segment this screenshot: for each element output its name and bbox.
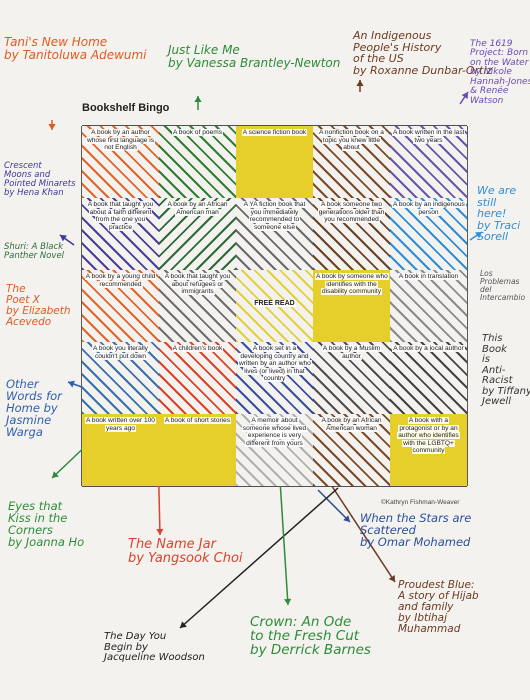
annotation-arrow — [179, 487, 339, 629]
bingo-cell: A book in translation — [390, 270, 467, 342]
annotation-arrow — [319, 467, 396, 583]
arrow-head — [156, 528, 164, 535]
bingo-cell: A memoir about someone whose lived exper… — [236, 414, 313, 486]
annotation-proudest-blue: Proudest Blue: A story of Hijab and fami… — [398, 579, 479, 636]
bingo-cell: A book by an African American woman — [313, 414, 390, 486]
arrow-head — [343, 515, 350, 522]
annotation-1619-project: The 1619 Project: Born on the Water by N… — [470, 39, 530, 106]
annotation-we-are-still-here: We are still here! by Traci Sorell — [477, 184, 521, 244]
arrow-head — [180, 621, 187, 628]
worksheet-credit: ©Kathryn Fishman-Weaver — [381, 499, 460, 506]
worksheet-title: Bookshelf Bingo — [82, 102, 170, 114]
annotation-when-stars-scattered: When the Stars are Scattered by Omar Moh… — [360, 511, 472, 550]
bingo-cell-text: A book of poems — [171, 129, 224, 136]
arrow-head — [461, 92, 468, 99]
bingo-cell-text: A book you literally couldn't put down — [92, 345, 149, 360]
bingo-cell: A book by an author whose first language… — [82, 126, 159, 198]
annotation-poet-x: The Poet X by Elizabeth Acevedo — [6, 283, 71, 329]
annotation-this-book-is-anti-racist: This Book is Anti- Racist by Tiffany Jew… — [482, 333, 530, 407]
annotation-tanis-new-home: Tani's New Home by Tanitoluwa Adewumi — [4, 35, 147, 62]
bingo-cell: A book by an indigenous person — [390, 198, 467, 270]
arrow-head — [475, 232, 482, 239]
bingo-cell: A science fiction book — [236, 126, 313, 198]
arrow-head — [194, 96, 202, 102]
bingo-cell: A book that taught you about a faith dif… — [82, 198, 159, 270]
bingo-cell: A book by a young child recommended — [82, 270, 159, 342]
bingo-cell-text: A memoir about someone whose lived exper… — [241, 417, 308, 447]
arrow-head — [48, 124, 56, 130]
bingo-cell: A book by a Muslim author — [313, 342, 390, 414]
bingo-cell: FREE READ — [236, 270, 313, 342]
bingo-cell-text: A book written over 100 years ago — [85, 417, 156, 432]
bingo-cell: A book with a protagonist or by an autho… — [390, 414, 467, 486]
annotation-arrow — [317, 489, 351, 523]
bingo-cell: A book of short stories — [159, 414, 236, 486]
arrow-head — [52, 471, 59, 478]
annotation-shuri: Shuri: A Black Panther Novel — [4, 242, 65, 261]
bingo-cell: A book by a local author — [390, 342, 467, 414]
bingo-cell-text: A book by an African American man — [166, 201, 229, 216]
annotation-crown: Crown: An Ode to the Fresh Cut by Derric… — [250, 614, 371, 659]
annotation-other-words-for-home: Other Words for Home by Jasmine Warga — [6, 377, 62, 440]
annotation-name-jar: The Name Jar by Yangsook Choi — [128, 537, 243, 566]
bingo-cell-text: A book written in the last two years — [392, 129, 466, 144]
bingo-cell-text: A book by a local author — [392, 345, 465, 352]
annotation-los-problemas: Los Problemas del Intercambio — [480, 269, 526, 302]
bingo-cell: A children's book — [159, 342, 236, 414]
bingo-cell-text: A book by a young child recommended — [84, 273, 157, 288]
bingo-cell-text: A book in translation — [397, 273, 460, 280]
annotation-day-you-begin: The Day You Begin by Jacqueline Woodson — [104, 631, 205, 663]
bingo-cell-text: A book by an indigenous person — [392, 201, 466, 216]
bingo-cell-text: A book with a protagonist or by an autho… — [397, 417, 460, 455]
arrow-head — [68, 380, 75, 388]
bingo-cell-text: A children's book — [171, 345, 224, 352]
bingo-cell: A book written over 100 years ago — [82, 414, 159, 486]
arrow-head — [356, 80, 364, 86]
bingo-cell: A book by an African American man — [159, 198, 236, 270]
bingo-cell-text: A book set in a developing country and w… — [238, 345, 312, 383]
bingo-cell: A book written in the last two years — [390, 126, 467, 198]
bingo-cell-text: A book by an author whose first language… — [85, 129, 156, 152]
arrow-head — [60, 235, 67, 242]
annotation-crescent-moons: Crescent Moons and Pointed Minarets by H… — [4, 161, 76, 198]
annotation-arrow — [279, 479, 289, 606]
bingo-cell: A nonfiction book on a topic you knew li… — [313, 126, 390, 198]
bingo-cell: A book by someone who identifies with th… — [313, 270, 390, 342]
bingo-cell: A book you literally couldn't put down — [82, 342, 159, 414]
bingo-cell-text: A YA fiction book that you immediately r… — [242, 201, 307, 231]
bingo-cell-text: A book of short stories — [163, 417, 232, 424]
bingo-cell: A book set in a developing country and w… — [236, 342, 313, 414]
bingo-cell-text: A nonfiction book on a topic you knew li… — [318, 129, 385, 152]
bingo-cell-text: FREE READ — [253, 300, 296, 307]
bingo-cell-text: A book that taught you about refugees or… — [163, 273, 232, 296]
annotation-indigenous-history: An Indigenous People's History of the US… — [353, 29, 493, 77]
bingo-cell-text: A book by a Muslim author — [321, 345, 382, 360]
bingo-cell: A book that taught you about refugees or… — [159, 270, 236, 342]
bingo-cell-text: A book by an African American woman — [320, 417, 383, 432]
annotation-just-like-me: Just Like Me by Vanessa Brantley-Newton — [168, 43, 341, 70]
bingo-cell: A book of poems — [159, 126, 236, 198]
bingo-cell: A YA fiction book that you immediately r… — [236, 198, 313, 270]
bingo-cell-text: A book someone two generations older tha… — [317, 201, 386, 224]
bingo-cell: A book someone two generations older tha… — [313, 198, 390, 270]
annotation-eyes-that-kiss: Eyes that Kiss in the Corners by Joanna … — [8, 499, 85, 550]
arrow-head — [284, 598, 292, 605]
bingo-cell-text: A book by someone who identifies with th… — [315, 273, 389, 296]
bingo-cell-text: A science fiction book — [241, 129, 308, 136]
arrow-head — [388, 575, 395, 582]
bingo-cell-text: A book that taught you about a faith dif… — [86, 201, 155, 231]
